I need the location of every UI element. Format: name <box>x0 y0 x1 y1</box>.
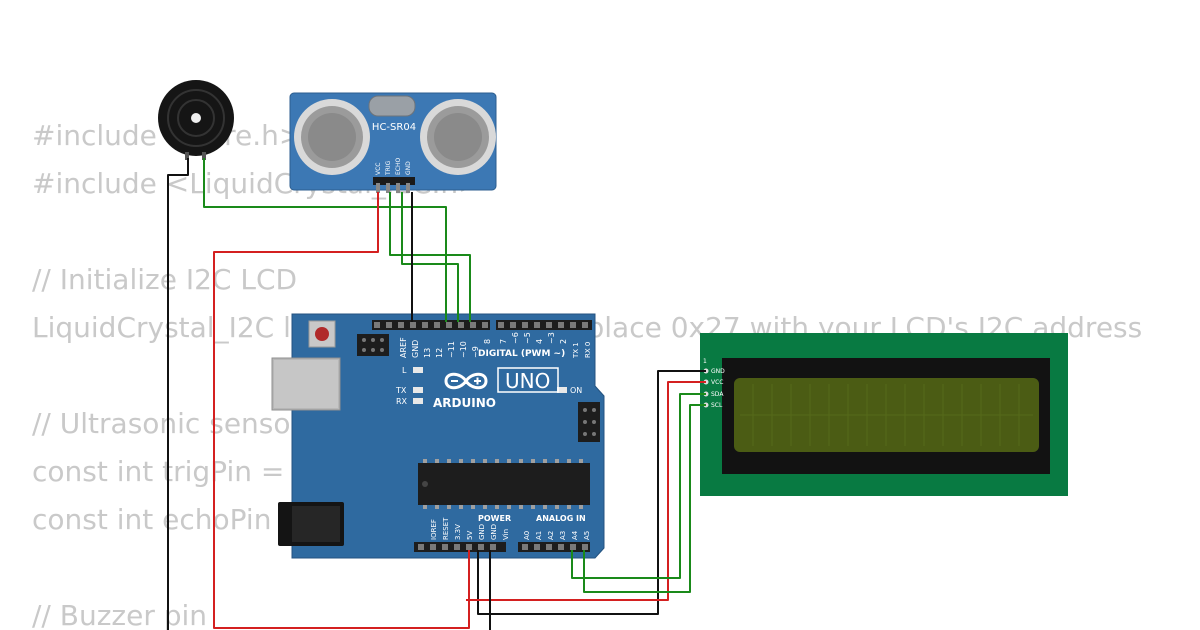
digital-pin-label: 2 <box>559 339 568 344</box>
arduino-uno[interactable]: AREF GND 13 12 ~11 ~10 ~9 8 7 ~6 ~5 4 ~3… <box>271 313 605 559</box>
arduino-infinity-icon <box>444 372 488 390</box>
led-rx-label: RX <box>396 397 408 406</box>
digital-pin-label: ~11 <box>447 341 456 358</box>
digital-pin-label: RX 0 <box>584 342 592 358</box>
sensor-pin-label: TRIG <box>385 160 392 176</box>
code-line: // Ultrasonic sensor pins <box>32 407 369 440</box>
lcd-pin-one-label: 1 <box>703 358 707 365</box>
sensor-header <box>373 177 415 193</box>
digital-pin-labels: AREF GND 13 12 ~11 ~10 ~9 8 7 ~6 ~5 4 ~3… <box>399 332 592 359</box>
reset-button[interactable] <box>308 320 336 348</box>
analog-label: ANALOG IN <box>536 514 586 523</box>
lcd-character-grid <box>740 384 1033 446</box>
power-pin-label: GND <box>490 524 498 540</box>
power-pin-label: IOREF <box>430 519 438 540</box>
digital-pin-label: ~3 <box>547 332 556 344</box>
digital-pin-label: 8 <box>483 339 492 344</box>
power-jack <box>278 502 344 546</box>
power-pin-label: RESET <box>442 517 450 540</box>
lcd-pin-label: SCL <box>711 402 723 409</box>
lcd-pin-label: SDA <box>711 391 724 398</box>
power-pin-label: GND <box>478 524 486 540</box>
sensor-model-label: HC-SR04 <box>372 122 416 133</box>
sensor-pin-label: GND <box>405 161 412 175</box>
sensor-transducer-left <box>294 99 370 175</box>
wire-sensor-trig[interactable] <box>389 192 471 322</box>
led-tx-label: TX <box>395 386 407 395</box>
analog-pin-label: A0 <box>523 531 531 540</box>
digital-pin-label: ~10 <box>459 341 468 358</box>
digital-pin-label: 4 <box>535 339 544 344</box>
wire-lcd-gnd[interactable] <box>477 370 706 615</box>
digital-pin-label: GND <box>411 340 420 358</box>
digital-header <box>372 320 592 330</box>
digital-pin-label: 7 <box>499 339 508 344</box>
lcd-module[interactable]: 1 GND VCC SDA SCL <box>700 333 1068 496</box>
digital-pin-label: ~5 <box>523 332 532 344</box>
power-pin-label: 3.3V <box>454 524 462 540</box>
wire-buzzer-gnd[interactable] <box>167 158 189 630</box>
power-header <box>414 542 506 552</box>
lcd-pin-label: VCC <box>711 379 723 386</box>
analog-pin-label: A3 <box>559 531 567 540</box>
usb-connector <box>271 357 341 411</box>
digital-pin-label: 13 <box>423 348 432 358</box>
power-pin-label: 5V <box>466 531 474 540</box>
power-pin-label: Vin <box>502 529 510 540</box>
arduino-model: UNO <box>505 369 550 393</box>
led-on-label: ON <box>570 386 582 395</box>
analog-pin-label: A2 <box>547 531 555 540</box>
sensor-pin-labels: VCC TRIG ECHO GND <box>375 158 412 176</box>
led-l-label: L <box>402 366 407 375</box>
code-line: // Initialize I2C LCD <box>32 263 298 296</box>
digital-pin-label: AREF <box>399 337 408 358</box>
analog-pin-labels: A0 A1 A2 A3 A4 A5 <box>523 530 591 540</box>
analog-pin-label: A5 <box>583 531 591 540</box>
wire-sensor-echo[interactable] <box>401 192 459 322</box>
atmega-chip <box>418 459 590 509</box>
onboard-leds: L TX RX ON <box>395 366 582 406</box>
buzzer[interactable] <box>158 80 234 160</box>
wire-lcd-vcc[interactable] <box>466 381 706 601</box>
digital-pin-label: TX 1 <box>572 342 580 359</box>
sensor-pin-label: ECHO <box>395 158 402 175</box>
digital-pin-label: ~9 <box>471 346 480 358</box>
wire-lcd-sda[interactable] <box>571 393 706 579</box>
power-pin-labels: IOREF RESET 3.3V 5V GND GND Vin <box>430 517 510 540</box>
analog-pin-label: A1 <box>535 531 543 540</box>
icsp-header-right <box>578 402 600 442</box>
power-label: POWER <box>478 514 511 523</box>
lcd-pin-label: GND <box>711 368 725 375</box>
sensor-pin-label: VCC <box>375 163 382 175</box>
arduino-brand: ARDUINO <box>433 396 496 410</box>
uno-badge <box>497 367 559 393</box>
sensor-transducer-right <box>420 99 496 175</box>
icsp-header-top <box>357 334 389 356</box>
wire-lcd-scl[interactable] <box>583 404 706 593</box>
ultrasonic-sensor[interactable]: HC-SR04 VCC TRIG ECHO GND <box>289 92 497 193</box>
code-line: const int trigPin = 9; <box>32 455 321 488</box>
digital-label: DIGITAL (PWM ~) <box>478 349 565 359</box>
wire-sensor-vcc[interactable] <box>213 192 470 629</box>
analog-header <box>518 542 590 552</box>
analog-pin-label: A4 <box>571 530 579 540</box>
digital-pin-label: 12 <box>435 348 444 358</box>
digital-pin-label: ~6 <box>511 332 520 344</box>
code-line: // Buzzer pin <box>32 599 208 630</box>
